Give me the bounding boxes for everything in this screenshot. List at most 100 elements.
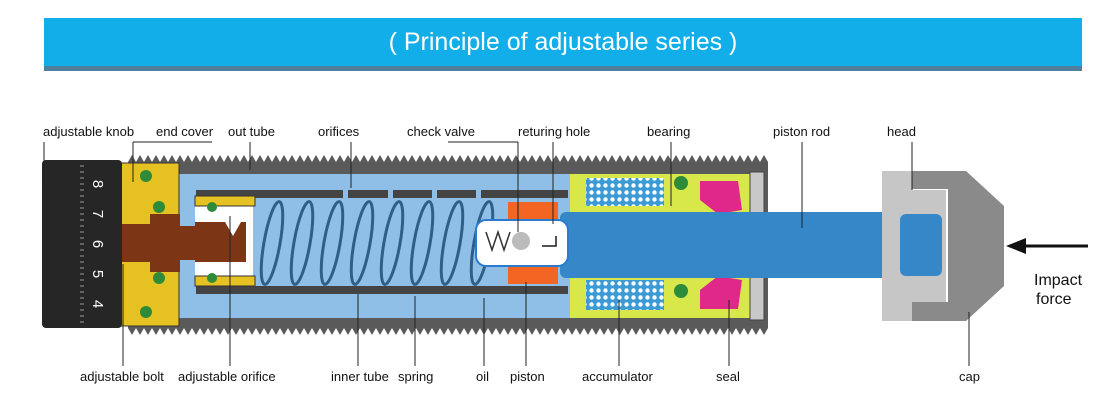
inner-tube-top — [196, 190, 568, 198]
thread-tooth — [456, 155, 464, 162]
dial-numbers: 8 7 6 5 4 — [89, 180, 106, 308]
thread-tooth — [584, 328, 592, 335]
thread-tooth — [728, 328, 736, 335]
thread-tooth — [640, 155, 648, 162]
o-ring — [207, 202, 217, 212]
label-seal: seal — [716, 369, 740, 384]
impact-arrow-head — [1006, 238, 1026, 254]
thread-tooth — [280, 155, 288, 162]
thread-tooth — [288, 328, 296, 335]
thread-tooth — [192, 328, 200, 335]
thread-tooth — [392, 328, 400, 335]
spring-coil — [289, 200, 315, 286]
thread-tooth — [240, 155, 248, 162]
thread-tooth — [144, 155, 152, 162]
thread-tooth — [248, 328, 256, 335]
thread-tooth — [376, 155, 384, 162]
label-returning-hole: returing hole — [518, 124, 590, 139]
thread-tooth — [312, 328, 320, 335]
thread-tooth — [632, 328, 640, 335]
thread-tooth — [720, 328, 728, 335]
thread-tooth — [192, 155, 200, 162]
thread-tooth — [664, 155, 672, 162]
thread-tooth — [744, 328, 752, 335]
spring-coil — [349, 200, 375, 286]
thread-tooth — [200, 155, 208, 162]
thread-tooth — [704, 155, 712, 162]
adjustable-bolt — [122, 214, 196, 272]
thread-tooth — [520, 155, 528, 162]
knob-tick-marks — [80, 165, 84, 323]
thread-tooth — [496, 155, 504, 162]
thread-tooth — [560, 328, 568, 335]
thread-tooth — [424, 328, 432, 335]
spring-coil — [319, 200, 345, 286]
thread-tooth — [592, 155, 600, 162]
thread-tooth — [440, 155, 448, 162]
accumulator-bottom-dots — [586, 280, 664, 310]
thread-tooth — [216, 328, 224, 335]
thread-tooth — [544, 155, 552, 162]
spring-coil — [409, 200, 435, 286]
thread-tooth — [176, 328, 184, 335]
thread-tooth — [496, 328, 504, 335]
thread-tooth — [168, 328, 176, 335]
thread-tooth — [696, 155, 704, 162]
thread-tooth — [672, 328, 680, 335]
thread-tooth — [232, 155, 240, 162]
thread-tooth — [384, 328, 392, 335]
thread-tooth — [552, 328, 560, 335]
orifice-gap — [343, 190, 348, 198]
accumulator-top-dots — [586, 178, 664, 206]
thread-tooth — [488, 328, 496, 335]
thread-tooth — [392, 155, 400, 162]
thread-tooth — [328, 155, 336, 162]
o-ring — [153, 272, 165, 284]
thread-tooth — [656, 328, 664, 335]
adjustable-orifice-shape — [195, 222, 246, 262]
piston-top — [508, 202, 558, 224]
thread-tooth — [168, 155, 176, 162]
thread-tooth — [632, 155, 640, 162]
thread-tooth — [352, 328, 360, 335]
thread-tooth — [600, 155, 608, 162]
thread-tooth — [616, 328, 624, 335]
piston-rod — [560, 212, 936, 278]
thread-tooth — [544, 328, 552, 335]
thread-tooth — [664, 328, 672, 335]
thread-tooth — [152, 328, 160, 335]
thread-tooth — [560, 155, 568, 162]
thread-tooth — [568, 155, 576, 162]
orifice-gap — [388, 190, 393, 198]
thread-tooth — [280, 328, 288, 335]
thread-tooth — [712, 155, 720, 162]
thread-tooth — [696, 328, 704, 335]
thread-tooth — [736, 155, 744, 162]
thread-tooth — [272, 155, 280, 162]
thread-tooth — [160, 328, 168, 335]
thread-tooth — [344, 328, 352, 335]
thread-tooth — [384, 155, 392, 162]
thread-tooth — [216, 155, 224, 162]
leader-lines — [43, 141, 970, 366]
label-adjustable-knob: adjustable knob — [43, 124, 134, 139]
thread-tooth — [304, 155, 312, 162]
thread-tooth — [600, 328, 608, 335]
label-accumulator: accumulator — [582, 369, 653, 384]
thread-tooth — [680, 328, 688, 335]
thread-tooth — [272, 328, 280, 335]
thread-tooth — [336, 155, 344, 162]
label-spring: spring — [398, 369, 433, 384]
thread-tooth — [712, 328, 720, 335]
thread-tooth — [528, 155, 536, 162]
thread-tooth — [648, 155, 656, 162]
spring-coil — [439, 200, 465, 286]
seal-bottom — [700, 276, 742, 309]
thread-tooth — [144, 328, 152, 335]
thread-tooth — [328, 328, 336, 335]
o-ring — [674, 284, 688, 298]
label-adjustable-orifice: adjustable orifice — [178, 369, 276, 384]
thread-tooth — [240, 328, 248, 335]
thread-tooth — [584, 155, 592, 162]
thread-tooth — [200, 328, 208, 335]
